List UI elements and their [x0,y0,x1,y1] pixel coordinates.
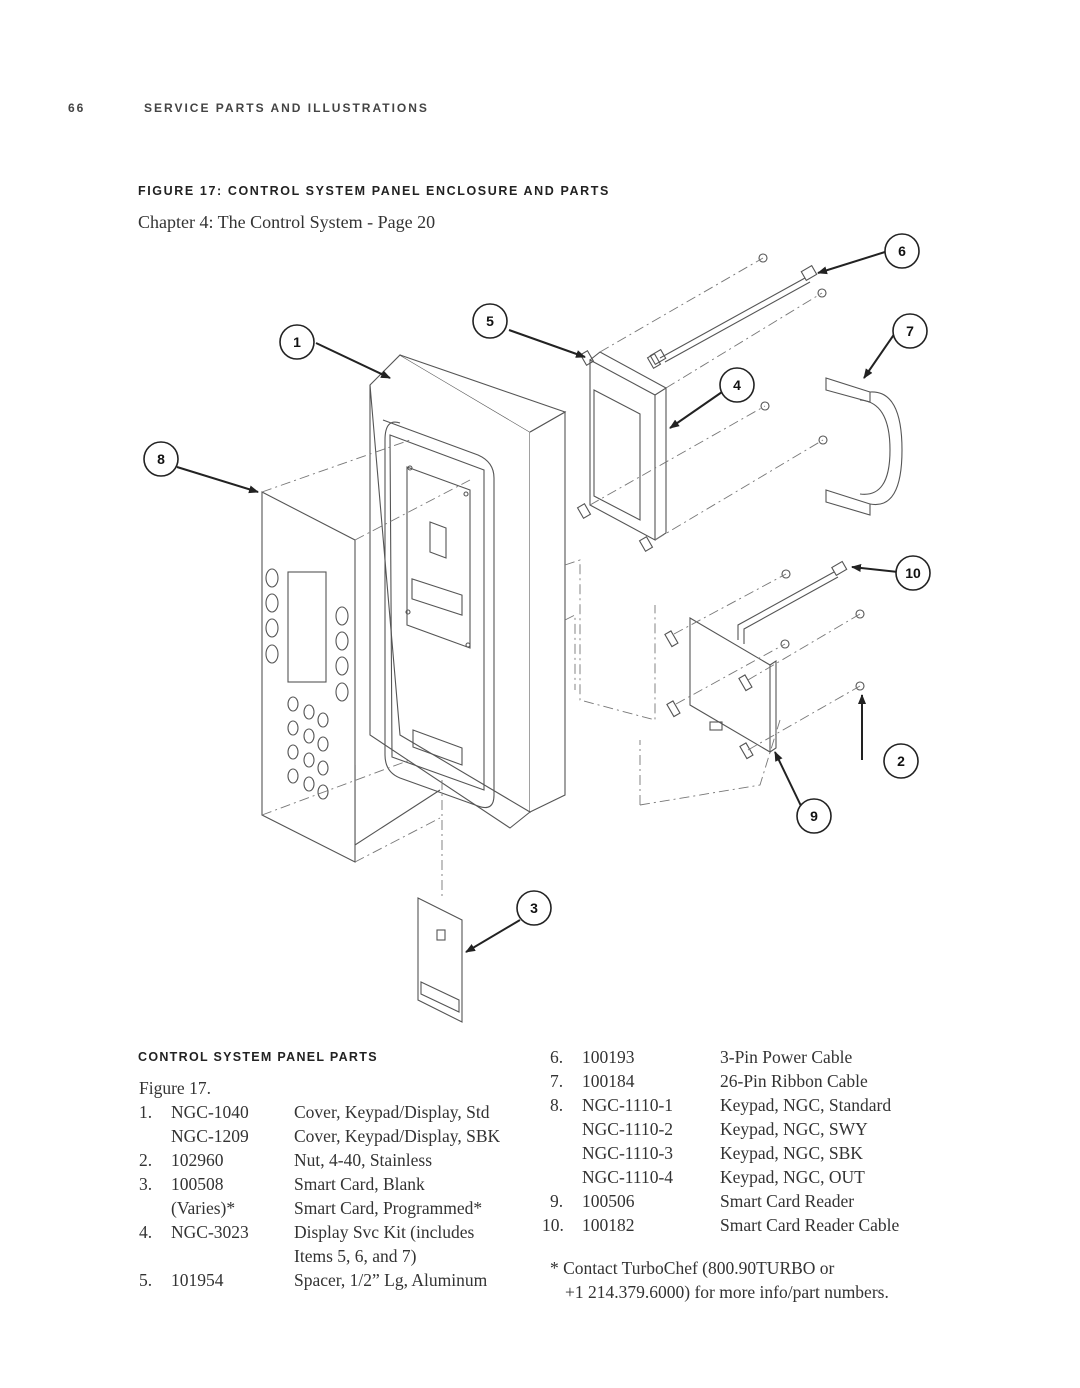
part-description: Keypad, NGC, Standard [720,1095,892,1115]
part-number: NGC-1209 [171,1126,249,1146]
part-number: NGC-1110-2 [582,1119,674,1139]
callout-circles [143,233,931,926]
part-description: Display Svc Kit (includes [294,1222,475,1242]
part-description: Keypad, NGC, SBK [720,1143,863,1163]
callout-9: 9 [810,808,818,824]
item-number: 6. [550,1047,564,1067]
item-number: 2. [139,1150,153,1170]
item-number: 7. [550,1071,564,1091]
part-number: 100193 [582,1047,635,1067]
part-number: 101954 [171,1270,224,1290]
part-number: NGC-1040 [171,1102,249,1122]
keypad-cover-shape [261,491,356,863]
part-number: 100182 [582,1215,635,1235]
exploded-parts-diagram: 1 2 3 4 5 6 7 8 9 10 [143,233,931,1023]
part-number: NGC-1110-3 [582,1143,674,1163]
page-number: 66 [68,101,86,115]
item-number: 3. [139,1174,153,1194]
part-number: NGC-1110-1 [582,1095,674,1115]
part-description: Cover, Keypad/Display, SBK [294,1126,501,1146]
section-title: SERVICE PARTS AND ILLUSTRATIONS [144,101,429,115]
smart-card-shape [417,897,463,1023]
enclosure-shape [354,354,567,847]
part-number: (Varies)* [171,1198,236,1218]
ribbon-cable-shape [825,377,903,516]
assembly-lines [261,257,861,900]
display-kit-shape [576,350,667,552]
item-number: 5. [139,1270,153,1290]
item-number: 8. [550,1095,564,1115]
part-description: Nut, 4-40, Stainless [294,1150,433,1170]
callout-4: 4 [733,377,741,393]
part-description: 3-Pin Power Cable [720,1047,853,1067]
callout-5: 5 [486,313,494,329]
part-number: NGC-3023 [171,1222,249,1242]
callout-8: 8 [157,451,165,467]
item-number: 9. [550,1191,564,1211]
callout-6: 6 [898,243,906,259]
figure-title: FIGURE 17: CONTROL SYSTEM PANEL ENCLOSUR… [138,184,610,198]
power-cable-shape [649,253,828,445]
footnote-line-1: * Contact TurboChef (800.90TURBO or [550,1258,835,1278]
part-description: Spacer, 1/2” Lg, Aluminum [294,1270,488,1290]
card-reader-shape [664,560,865,760]
figure-label: Figure 17. [139,1078,211,1098]
item-number: 4. [139,1222,153,1242]
part-number: NGC-1110-4 [582,1167,674,1187]
footnote-line-2: +1 214.379.6000) for more info/part numb… [565,1282,889,1302]
callout-3: 3 [530,900,538,916]
callout-2: 2 [897,753,905,769]
item-number: 1. [139,1102,153,1122]
callout-1: 1 [293,334,301,350]
part-description: Cover, Keypad/Display, Std [294,1102,490,1122]
callout-7: 7 [906,323,914,339]
part-description: Items 5, 6, and 7) [294,1246,417,1266]
callout-arrows [176,251,899,953]
part-description: Smart Card Reader Cable [720,1215,900,1235]
item-number: 10. [542,1215,564,1235]
part-number: 100508 [171,1174,224,1194]
parts-heading: CONTROL SYSTEM PANEL PARTS [138,1050,378,1064]
figure-subtitle: Chapter 4: The Control System - Page 20 [138,212,436,232]
part-description: 26-Pin Ribbon Cable [720,1071,868,1091]
part-number: 100506 [582,1191,635,1211]
part-number: 102960 [171,1150,224,1170]
part-number: 100184 [582,1071,635,1091]
callout-10: 10 [905,565,921,581]
part-description: Keypad, NGC, OUT [720,1167,865,1187]
part-description: Smart Card, Blank [294,1174,425,1194]
part-description: Keypad, NGC, SWY [720,1119,868,1139]
part-description: Smart Card, Programmed* [294,1198,483,1218]
part-description: Smart Card Reader [720,1191,855,1211]
